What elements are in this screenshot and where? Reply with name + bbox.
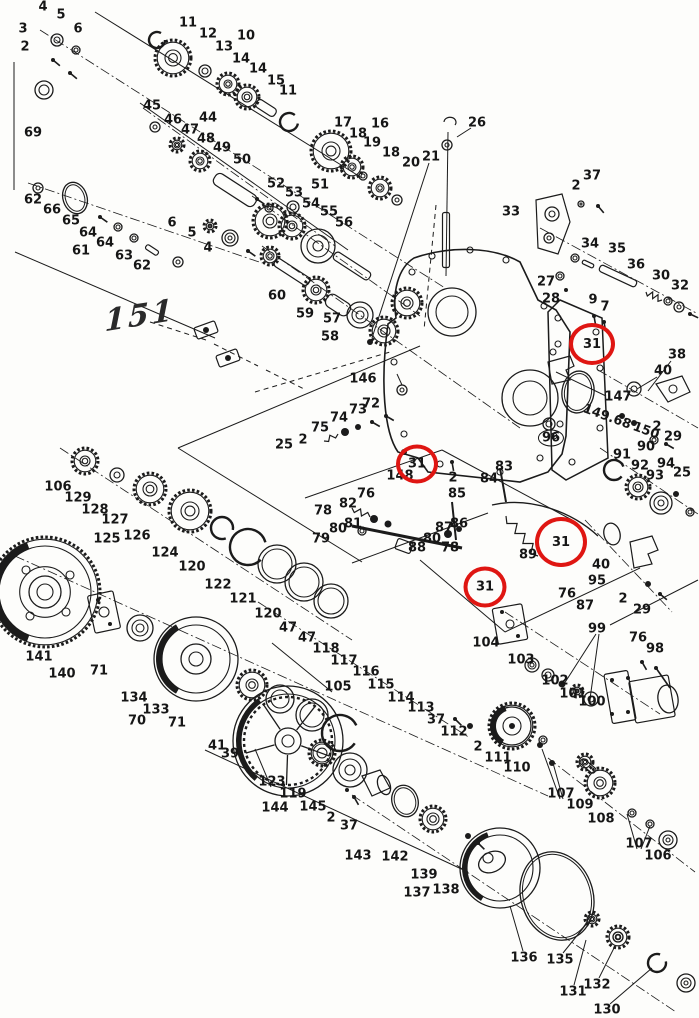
diagram-line-art <box>0 11 699 1013</box>
